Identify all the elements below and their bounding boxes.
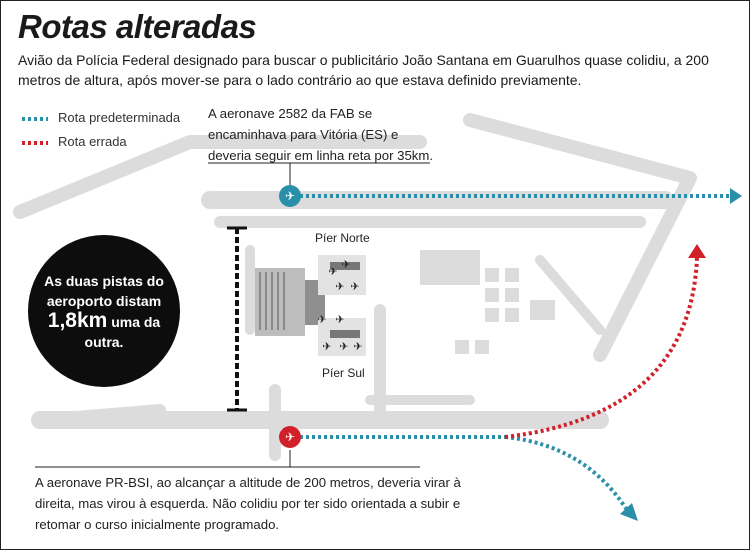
circle-line: As duas pistas do (44, 272, 164, 289)
legend-wrong-label: Rota errada (58, 134, 127, 149)
airplane-icon: ✈ (285, 430, 295, 444)
pier-north-label: Píer Norte (315, 231, 370, 245)
note-top-line: encaminhava para Vitória (ES) e (208, 127, 399, 142)
planned-route-arrowhead (730, 188, 742, 204)
circle-line: aeroporto distam (46, 292, 162, 309)
svg-text:✈: ✈ (350, 280, 359, 293)
parked-aircraft: ✈ ✈ ✈ ✈ ✈ ✈ ✈ ✈ ✈ (317, 258, 362, 353)
distance-callout-circle: As duas pistas do aeroporto distam 1,8km… (28, 235, 180, 387)
page-title: Rotas alteradas (18, 8, 257, 45)
circle-line: uma da (107, 313, 161, 330)
bottom-route-planned-turn (504, 435, 629, 512)
legend-planned-label: Rota predeterminada (58, 110, 181, 125)
note-bottom-line: retomar o curso inicialmente programado. (35, 517, 280, 532)
buildings (420, 250, 555, 354)
pier-south-label: Píer Sul (322, 366, 365, 380)
svg-text:✈: ✈ (322, 340, 331, 353)
terminal-complex (255, 255, 366, 356)
svg-text:✈: ✈ (353, 340, 362, 353)
wrong-plane-marker: ✈ (279, 426, 301, 448)
svg-text:✈: ✈ (328, 265, 337, 278)
wrong-route-arrowhead (688, 244, 706, 258)
page-subtitle: Avião da Polícia Federal designado para … (18, 52, 709, 88)
distance-marker (227, 226, 247, 412)
svg-text:✈: ✈ (317, 313, 326, 326)
distance-value: 1,8km (47, 308, 108, 332)
bottom-planned-arrowhead (620, 503, 638, 521)
svg-text:✈: ✈ (335, 280, 344, 293)
circle-distance-line: 1,8km uma da (47, 308, 161, 332)
airport-layout (13, 113, 697, 461)
svg-text:✈: ✈ (339, 340, 348, 353)
planned-plane-marker: ✈ (279, 185, 301, 207)
airplane-icon: ✈ (285, 189, 295, 203)
svg-text:✈: ✈ (335, 313, 344, 326)
note-bottom: A aeronave PR-BSI, ao alcançar a altitud… (35, 472, 461, 535)
note-top-line: deveria seguir em linha reta por 35km. (208, 148, 434, 163)
note-top-line: A aeronave 2582 da FAB se (208, 106, 373, 121)
note-bottom-line: A aeronave PR-BSI, ao alcançar a altitud… (35, 475, 461, 490)
note-bottom-line: direita, mas virou à esquerda. Não colid… (35, 496, 461, 511)
wrong-route (504, 257, 699, 439)
svg-text:✈: ✈ (341, 258, 350, 271)
circle-line: outra. (84, 333, 124, 350)
note-top: A aeronave 2582 da FAB se encaminhava pa… (208, 103, 433, 166)
